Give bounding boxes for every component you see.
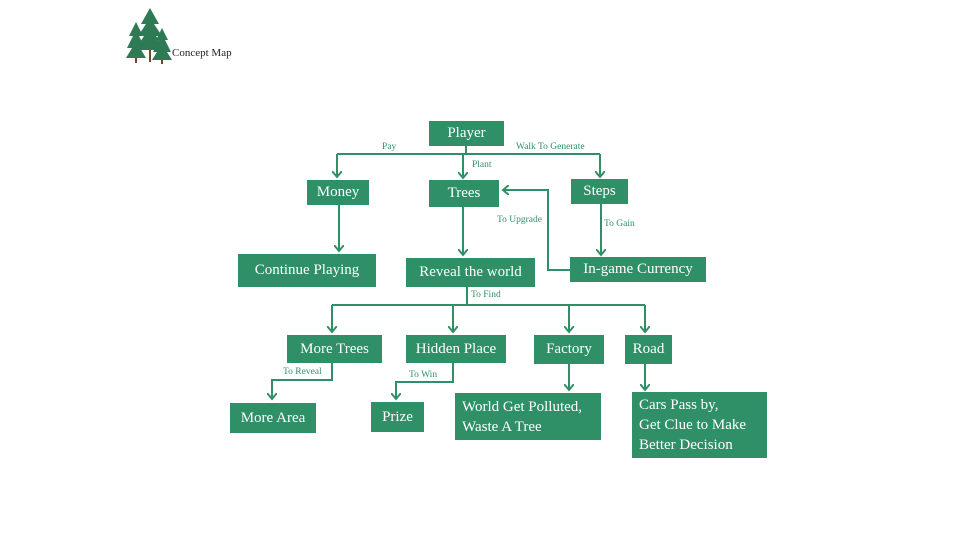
node-in-game-currency: In-game Currency [570,257,706,282]
node-trees: Trees [429,180,499,207]
node-money: Money [307,180,369,205]
edge-label-find: To Find [471,290,501,300]
edge-label-gain: To Gain [604,219,635,229]
node-hidden-place: Hidden Place [406,335,506,363]
node-cars-pass-by: Cars Pass by, Get Clue to Make Better De… [632,392,767,458]
node-cars-line-3: Better Decision [639,437,733,453]
node-reveal-world: Reveal the world [406,258,535,287]
edge-label-reveal: To Reveal [283,367,322,377]
node-cars-line-1: Cars Pass by, [639,397,719,413]
edge-label-walk: Walk To Generate [516,142,585,152]
logo-title: Concept Map [172,47,232,59]
node-steps: Steps [571,179,628,204]
node-factory: Factory [534,335,604,364]
node-world-polluted: World Get Polluted, Waste A Tree [455,393,601,440]
node-cars-line-2: Get Clue to Make [639,417,747,433]
edge-currency-trees [503,190,570,271]
node-more-area: More Area [230,403,316,433]
edge-label-upgrade: To Upgrade [497,215,542,225]
node-road: Road [625,335,672,364]
edge-label-win: To Win [409,370,438,380]
node-world-polluted-line-1: World Get Polluted, [462,398,583,415]
node-continue-playing: Continue Playing [238,254,376,287]
node-world-polluted-line-2: Waste A Tree [462,418,542,435]
edge-label-pay: Pay [382,142,397,152]
node-prize: Prize [371,402,424,432]
node-player: Player [429,121,504,146]
pine-trees-logo-icon [126,8,172,64]
edge-hidden-prize [396,363,454,399]
edge-moretrees-area [272,363,333,399]
node-more-trees: More Trees [287,335,382,363]
edge-label-plant: Plant [472,160,492,170]
